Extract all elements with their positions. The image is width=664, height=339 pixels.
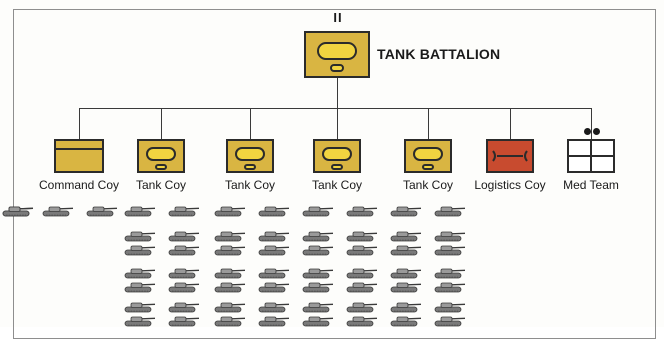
tank-icon [390,316,422,327]
tank-icon [346,206,378,217]
tank-icon [346,245,378,256]
hq-stem-line [337,78,338,108]
tank-icon [2,206,34,217]
tank-icon [124,316,156,327]
unit-label-command: Command Coy [38,178,120,192]
tank-icon [168,316,200,327]
tank-icon [390,231,422,242]
armor-oval-icon [146,147,176,161]
tank-icon [434,268,466,279]
tank-icon [124,206,156,217]
armor-oval-icon [322,147,352,161]
battalion-title: TANK BATTALION [377,46,501,62]
tank-icon [390,206,422,217]
tank-icon [214,316,246,327]
tank-icon [258,206,290,217]
unit-label-tank-4: Tank Coy [402,178,454,192]
tank-icon [124,302,156,313]
tank-icon [346,302,378,313]
tank-icon [168,268,200,279]
tank-icon [346,231,378,242]
med-team-dots-icon [584,128,602,136]
drop-line-tank-1 [161,108,162,139]
wheel-icon [331,164,343,170]
branch-line [79,108,591,109]
tank-icon [302,231,334,242]
armor-oval-icon [413,147,443,161]
tank-icon [214,302,246,313]
tank-icon [258,282,290,293]
tank-icon [302,302,334,313]
wheel-icon [244,164,256,170]
tank-icon [434,316,466,327]
tank-icon [346,268,378,279]
tank-icon [390,282,422,293]
tank-icon [302,282,334,293]
tank-icon [258,302,290,313]
drop-line-tank-2 [250,108,251,139]
tank-icon [124,245,156,256]
tank-icon [390,245,422,256]
tank-icon [214,245,246,256]
tank-icon [302,268,334,279]
tank-icon [302,245,334,256]
tank-icon [302,206,334,217]
tank-icon [346,282,378,293]
tank-icon [214,206,246,217]
tank-icon [124,268,156,279]
tank-icon [214,268,246,279]
battalion-armor-oval-icon [317,42,357,60]
unit-label-tank-1: Tank Coy [135,178,187,192]
drop-line-medical [591,108,592,139]
tank-icon [258,316,290,327]
tank-icon [258,231,290,242]
unit-label-tank-2: Tank Coy [224,178,276,192]
drop-line-command [79,108,80,139]
unit-label-medical: Med Team [563,178,619,192]
tank-icon [434,245,466,256]
wheel-icon [422,164,434,170]
command-hq-bar [56,148,102,150]
tank-icon [168,206,200,217]
tank-icon [214,282,246,293]
org-chart: II TANK BATTALION Command Coy Tank Coy T… [2,9,656,339]
tank-icon [390,268,422,279]
medical-cross-horizontal [569,155,613,157]
wrench-icon [492,150,528,162]
unit-label-logistics: Logistics Coy [474,178,546,192]
tank-icon [434,206,466,217]
tank-icon [168,302,200,313]
armor-oval-icon [235,147,265,161]
drop-line-tank-4 [428,108,429,139]
tank-icon [124,282,156,293]
tank-icon [124,231,156,242]
tank-icon [258,268,290,279]
tank-icon [168,282,200,293]
tank-icon [434,302,466,313]
tank-icon [302,316,334,327]
tank-icon [42,206,74,217]
tank-icon [258,245,290,256]
tank-icon [434,231,466,242]
command-coy-symbol [54,139,104,173]
tank-icon [214,231,246,242]
tank-icon [86,206,118,217]
wheel-icon [155,164,167,170]
tank-icon [434,282,466,293]
echelon-mark: II [333,10,343,25]
drop-line-logistics [510,108,511,139]
unit-label-tank-3: Tank Coy [311,178,363,192]
tank-icon [346,316,378,327]
tank-icon [390,302,422,313]
drop-line-tank-3 [337,108,338,139]
tank-icon [168,231,200,242]
tank-icon [168,245,200,256]
battalion-wheel-icon [330,64,344,72]
